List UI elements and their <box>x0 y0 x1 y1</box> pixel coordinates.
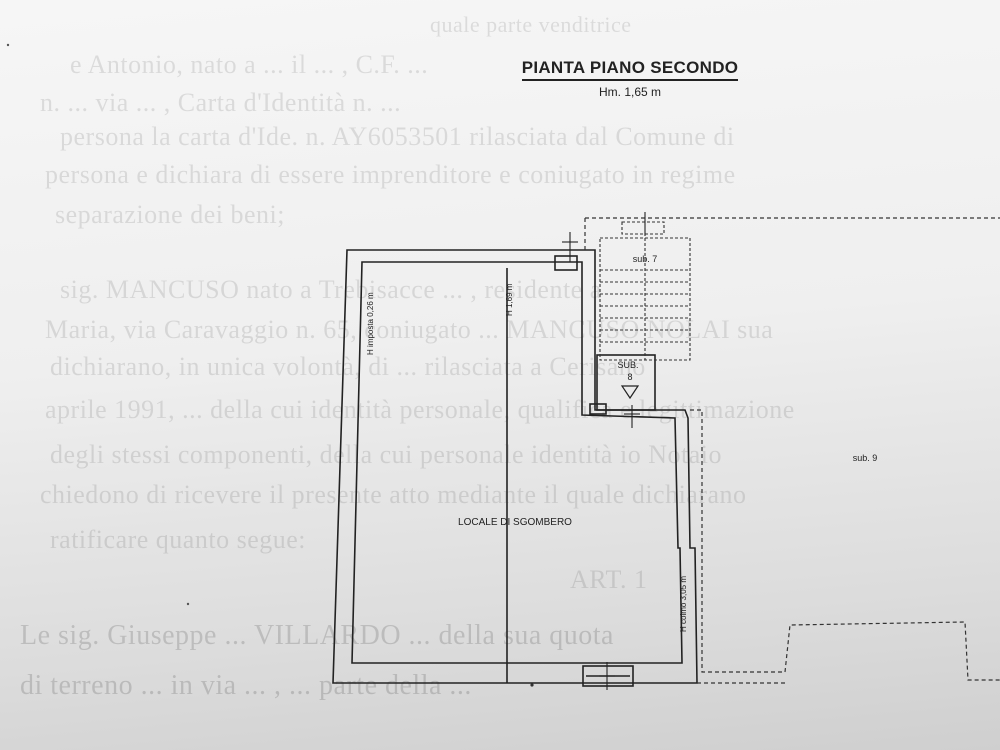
bleed-line: ratificare quanto segue: <box>50 525 306 554</box>
staircase <box>599 221 691 361</box>
plan-subtitle: Hm. 1,65 m <box>598 85 661 99</box>
bleed-line: degli stessi componenti, della cui perso… <box>50 440 722 469</box>
sub8-label: SUB. <box>617 360 638 370</box>
bleed-line: persona e dichiara di essere imprenditor… <box>45 160 736 189</box>
bleed-line: chiedono di ricevere il presente atto me… <box>40 480 747 509</box>
down-arrow-icon <box>620 385 640 400</box>
height-label-right: H colmo 3,05 m <box>679 576 688 632</box>
outer-wall <box>332 249 698 684</box>
bleed-line: di terreno ... in via ... , ... parte de… <box>20 670 472 701</box>
sub7-label: sub. 7 <box>633 254 658 264</box>
section-markers <box>562 212 646 690</box>
sub8-number: 8 <box>627 372 632 382</box>
bottom-opening <box>582 665 634 687</box>
bleed-line: quale parte venditrice <box>430 12 632 37</box>
bleed-line: persona la carta d'Ide. n. AY6053501 ril… <box>60 122 735 151</box>
bleed-line: ART. 1 <box>570 565 648 594</box>
sub8-box <box>596 354 656 411</box>
room-label: LOCALE DI SGOMBERO <box>458 517 572 528</box>
bleed-line: e Antonio, nato a ... il ... , C.F. ... <box>70 50 429 79</box>
plan-title: PIANTA PIANO SECONDO <box>521 58 739 81</box>
sub9-boundary <box>584 217 1000 684</box>
plan-header: PIANTA PIANO SECONDO Hm. 1,65 m <box>480 58 780 99</box>
height-label-left: H imposta 0,26 m <box>366 292 375 355</box>
height-label-mid: H 1,69 m <box>505 283 514 316</box>
inner-wall <box>351 261 683 664</box>
bleed-line: sig. MANCUSO nato a Trebisacce ... , res… <box>60 275 602 304</box>
bleed-line: Le sig. Giuseppe ... VILLARDO ... della … <box>20 620 614 651</box>
sub9-label: sub. 9 <box>853 453 878 463</box>
bleed-line: n. ... via ... , Carta d'Identità n. ... <box>40 88 402 117</box>
chimney <box>554 255 578 271</box>
bleed-line: dichiarano, in unica volontà, di ... ril… <box>50 352 646 381</box>
bleed-line: separazione dei beni; <box>55 200 285 229</box>
